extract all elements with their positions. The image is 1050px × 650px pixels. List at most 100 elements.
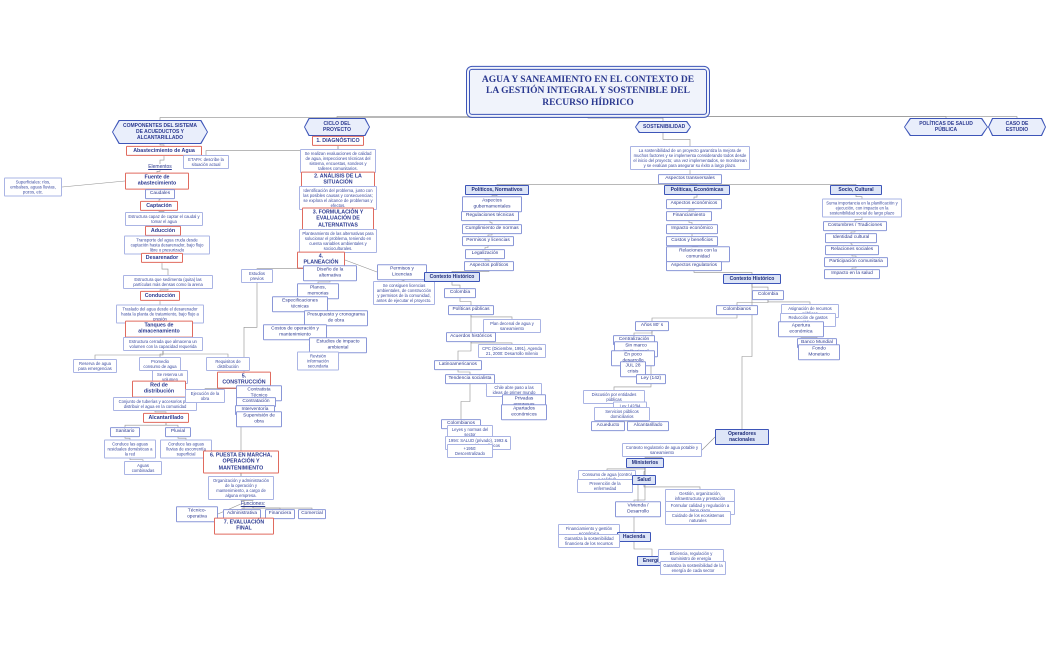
asp-gubernamentales-node[interactable]: Aspectos gubernamentales bbox=[462, 196, 522, 212]
hacienda-node[interactable]: Hacienda bbox=[617, 532, 651, 542]
ejecucion-node[interactable]: Ejecución de la obra bbox=[185, 388, 225, 404]
politicas-publicas-node[interactable]: Políticas públicas bbox=[448, 305, 494, 315]
politicos-normativos-node[interactable]: Políticos, Normativos bbox=[465, 185, 529, 195]
alcantarillado-node[interactable]: Alcantarillado bbox=[143, 412, 189, 424]
alcantarillado-2-node[interactable]: Alcantarillado bbox=[627, 421, 669, 431]
prevencion-enfermedad-node[interactable]: Prevención de la enfermedad bbox=[577, 478, 633, 494]
asp-regulatorios-node[interactable]: Aspectos regulatorios bbox=[666, 261, 722, 271]
apertura-economica-node[interactable]: Apertura económica bbox=[778, 321, 824, 337]
crisis-sector-node[interactable]: JUL 28 crisis bbox=[620, 361, 646, 377]
reserva-node[interactable]: Se reserva un volumen bbox=[152, 369, 188, 385]
legalizacion-node[interactable]: Legalización bbox=[465, 249, 505, 259]
colombia-1-node[interactable]: Colombia bbox=[444, 288, 476, 298]
colombianos-2-node[interactable]: Colombianos bbox=[716, 305, 758, 315]
etapa-node[interactable]: ETAPA: describe la situación actual bbox=[183, 154, 229, 170]
funciones-node[interactable]: Funciones: bbox=[240, 501, 266, 507]
reserva-emergencias-node[interactable]: Reserva de agua para emergencias bbox=[73, 358, 117, 374]
captacion-desc-node[interactable]: Estructura capaz de captar el caudal y t… bbox=[125, 211, 203, 227]
fondo-monetario-node[interactable]: Fondo Monetario bbox=[798, 344, 840, 360]
ecosistemas-node[interactable]: Cuidado de los ecosistemas naturales bbox=[665, 510, 731, 526]
pluvial-node[interactable]: Pluvial bbox=[165, 427, 191, 437]
acueducto-node[interactable]: Acueducto bbox=[591, 421, 625, 431]
cpc-1991-node[interactable]: CPC (Diciembre, 1991), Agenda 21, 2000: … bbox=[478, 343, 546, 359]
garantiza-financiera-node[interactable]: Garantiza la sostenibilidad financiera d… bbox=[558, 533, 620, 549]
transversales-node[interactable]: Aspectos transversales bbox=[658, 174, 722, 184]
hex-caso-hexagon[interactable]: CASO DE ESTUDIO bbox=[988, 118, 1046, 136]
supervision-node[interactable]: Supervisión de obra bbox=[236, 411, 282, 427]
ley-142-node[interactable]: Ley (142) bbox=[636, 374, 666, 384]
tendencia-socialista-node[interactable]: Tendencia socialista bbox=[445, 374, 495, 384]
hex-sostenibilidad-hexagon[interactable]: SOSTENIBILIDAD bbox=[635, 121, 691, 133]
red-dist-node[interactable]: Red de distribución bbox=[132, 380, 186, 398]
hex-componentes-hexagon[interactable]: COMPONENTES DEL SISTEMA DE ACUEDUCTOS Y … bbox=[112, 120, 208, 144]
aduccion-desc-node[interactable]: Transporte del agua cruda desde captació… bbox=[124, 235, 210, 255]
permisos2-node[interactable]: Permisos y licencias bbox=[462, 236, 514, 246]
servicios-publicos-node[interactable]: Servicios públicos domiciliarios bbox=[594, 406, 650, 422]
fuente-node[interactable]: Fuente de abastecimiento bbox=[125, 172, 189, 190]
sostenibilidad-desc-node[interactable]: La sostenibilidad de un proyecto garanti… bbox=[630, 145, 750, 171]
sanitario-node[interactable]: Sanitario bbox=[110, 427, 140, 437]
presupuesto-node[interactable]: Presupuesto y cronograma de obra bbox=[304, 310, 368, 326]
func-financiera-node[interactable]: Financiera bbox=[265, 509, 295, 519]
asp-economicos-node[interactable]: Aspectos económicos bbox=[666, 199, 722, 209]
permisos-licencias-node[interactable]: Permisos y Licencias bbox=[377, 264, 427, 280]
regulaciones-tecnicas-node[interactable]: Regulaciones técnicas bbox=[461, 211, 519, 221]
colombia-2-node[interactable]: Colombia bbox=[752, 290, 784, 300]
analisis-node[interactable]: 2. ANÁLISIS DE LA SITUACIÓN bbox=[301, 171, 375, 189]
socio-desc-node[interactable]: Suma importancia en la planificación y e… bbox=[822, 198, 902, 218]
red-dist-desc-node[interactable]: Conjunto de tuberías y accesorios para d… bbox=[113, 396, 197, 412]
gestion-infraestructura-node[interactable]: Gestión, organización, infraestructura y… bbox=[665, 488, 735, 504]
costumbres-node[interactable]: Costumbres / Tradiciones bbox=[823, 221, 887, 231]
contexto-historico-2-node[interactable]: Contexto Histórico bbox=[723, 274, 781, 284]
hex-politicas-hexagon[interactable]: POLÍTICAS DE SALUD PÚBLICA bbox=[904, 118, 988, 136]
latinoamericanos-node[interactable]: Latinoamericanos bbox=[434, 360, 482, 370]
operadores-nacionales-node[interactable]: Operadores nacionales bbox=[715, 429, 769, 445]
permisos-desc-node[interactable]: Se consiguen licencias ambientales, de c… bbox=[373, 280, 435, 306]
diseno-node[interactable]: Diseño de la alternativa bbox=[303, 265, 357, 281]
sanitario-desc-node[interactable]: Conduce las aguas residuales domésticas … bbox=[104, 439, 156, 459]
evaluacion-final-node[interactable]: 7. EVALUACIÓN FINAL bbox=[214, 517, 274, 535]
costos-beneficios-node[interactable]: Costos y beneficios bbox=[666, 236, 718, 246]
costos-om-node[interactable]: Costos de operación y mantenimiento bbox=[263, 324, 327, 340]
revision-node[interactable]: Revisión información secundaria bbox=[297, 351, 339, 371]
identidad-cultural-node[interactable]: Identidad cultural bbox=[825, 233, 877, 243]
main-title-node[interactable]: AGUA Y SANEAMIENTO EN EL CONTEXTO DE LA … bbox=[469, 68, 707, 116]
anos-80-node[interactable]: Años 80' s bbox=[635, 321, 669, 331]
cumplimiento-normas-node[interactable]: Cumplimiento de normas bbox=[462, 224, 522, 234]
formulacion-node[interactable]: 3. FORMULACIÓN Y EVALUACIÓN DE ALTERNATI… bbox=[302, 207, 374, 231]
analisis-desc-node[interactable]: Identificación del problema, junto con l… bbox=[299, 185, 377, 211]
superficiales-node[interactable]: Superficiales: ríos, embalses, aguas llu… bbox=[4, 177, 62, 197]
puesta-desc-node[interactable]: Organización y administración de la oper… bbox=[208, 475, 274, 501]
impacto-economico-node[interactable]: Impacto económico bbox=[666, 224, 718, 234]
conduccion-node[interactable]: Conducción bbox=[140, 290, 180, 302]
impacto-ambiental-node[interactable]: Estudios de impacto ambiental bbox=[309, 337, 367, 353]
pluvial-desc-node[interactable]: Conduce las aguas lluvias de escorrentía… bbox=[160, 439, 212, 459]
financiamiento-node[interactable]: Financiamiento bbox=[666, 211, 712, 221]
impacto-salud-node[interactable]: Impacto en la salud bbox=[824, 269, 880, 279]
puesta-node[interactable]: 6. PUESTA EN MARCHA, OPERACIÓN Y MANTENI… bbox=[203, 450, 279, 474]
tanques-desc-node[interactable]: Estructura cerrada que almacena un volum… bbox=[123, 336, 203, 352]
func-tecnica-node[interactable]: Técnico-operativa bbox=[176, 506, 218, 522]
relaciones-sociales-node[interactable]: Relaciones sociales bbox=[825, 245, 879, 255]
caudales-node[interactable]: Caudales bbox=[145, 189, 175, 199]
ministerios-node[interactable]: Ministerios bbox=[626, 458, 664, 468]
relaciones-comunidad-node[interactable]: Relaciones con la comunidad bbox=[666, 246, 730, 262]
desarenador-desc-node[interactable]: Estructura que sedimenta (quita) las par… bbox=[123, 274, 213, 290]
garantiza-energia-node[interactable]: Garantiza la sostenibilidad de la energí… bbox=[660, 560, 726, 576]
diagnostico-node[interactable]: 1. DIAGNÓSTICO bbox=[312, 135, 364, 147]
diagnostico-desc-node[interactable]: Se realizan evaluaciones de calidad de a… bbox=[300, 148, 376, 174]
politicas-economicas-node[interactable]: Políticas, Económicas bbox=[664, 185, 730, 195]
entidades-territoriales-node[interactable]: Vivienda / Desarrollo bbox=[615, 501, 661, 517]
abastecimiento-node[interactable]: Abastecimiento de Agua bbox=[126, 145, 202, 157]
contexto-historico-1-node[interactable]: Contexto Histórico bbox=[424, 272, 480, 282]
func-comercial-node[interactable]: Comercial bbox=[298, 509, 326, 519]
elementos-node[interactable]: Elementos bbox=[148, 164, 172, 170]
plan-decenal-node[interactable]: Plan decenal de agua y saneamiento bbox=[483, 318, 541, 334]
apartados-economicos-node[interactable]: Apartados económicos bbox=[501, 404, 547, 420]
asp-politicos-node[interactable]: Aspectos políticos bbox=[464, 261, 514, 271]
requisito-dist-node[interactable]: Requisitos de distribución bbox=[206, 356, 250, 372]
especificaciones-node[interactable]: Especificaciones técnicas bbox=[272, 296, 328, 312]
acuerdos-historicos-node[interactable]: Acuerdos históricos bbox=[446, 332, 496, 342]
hex-ciclo-hexagon[interactable]: CICLO DEL PROYECTO bbox=[304, 118, 370, 136]
tanques-node[interactable]: Tanques de almacenamiento bbox=[125, 320, 193, 338]
